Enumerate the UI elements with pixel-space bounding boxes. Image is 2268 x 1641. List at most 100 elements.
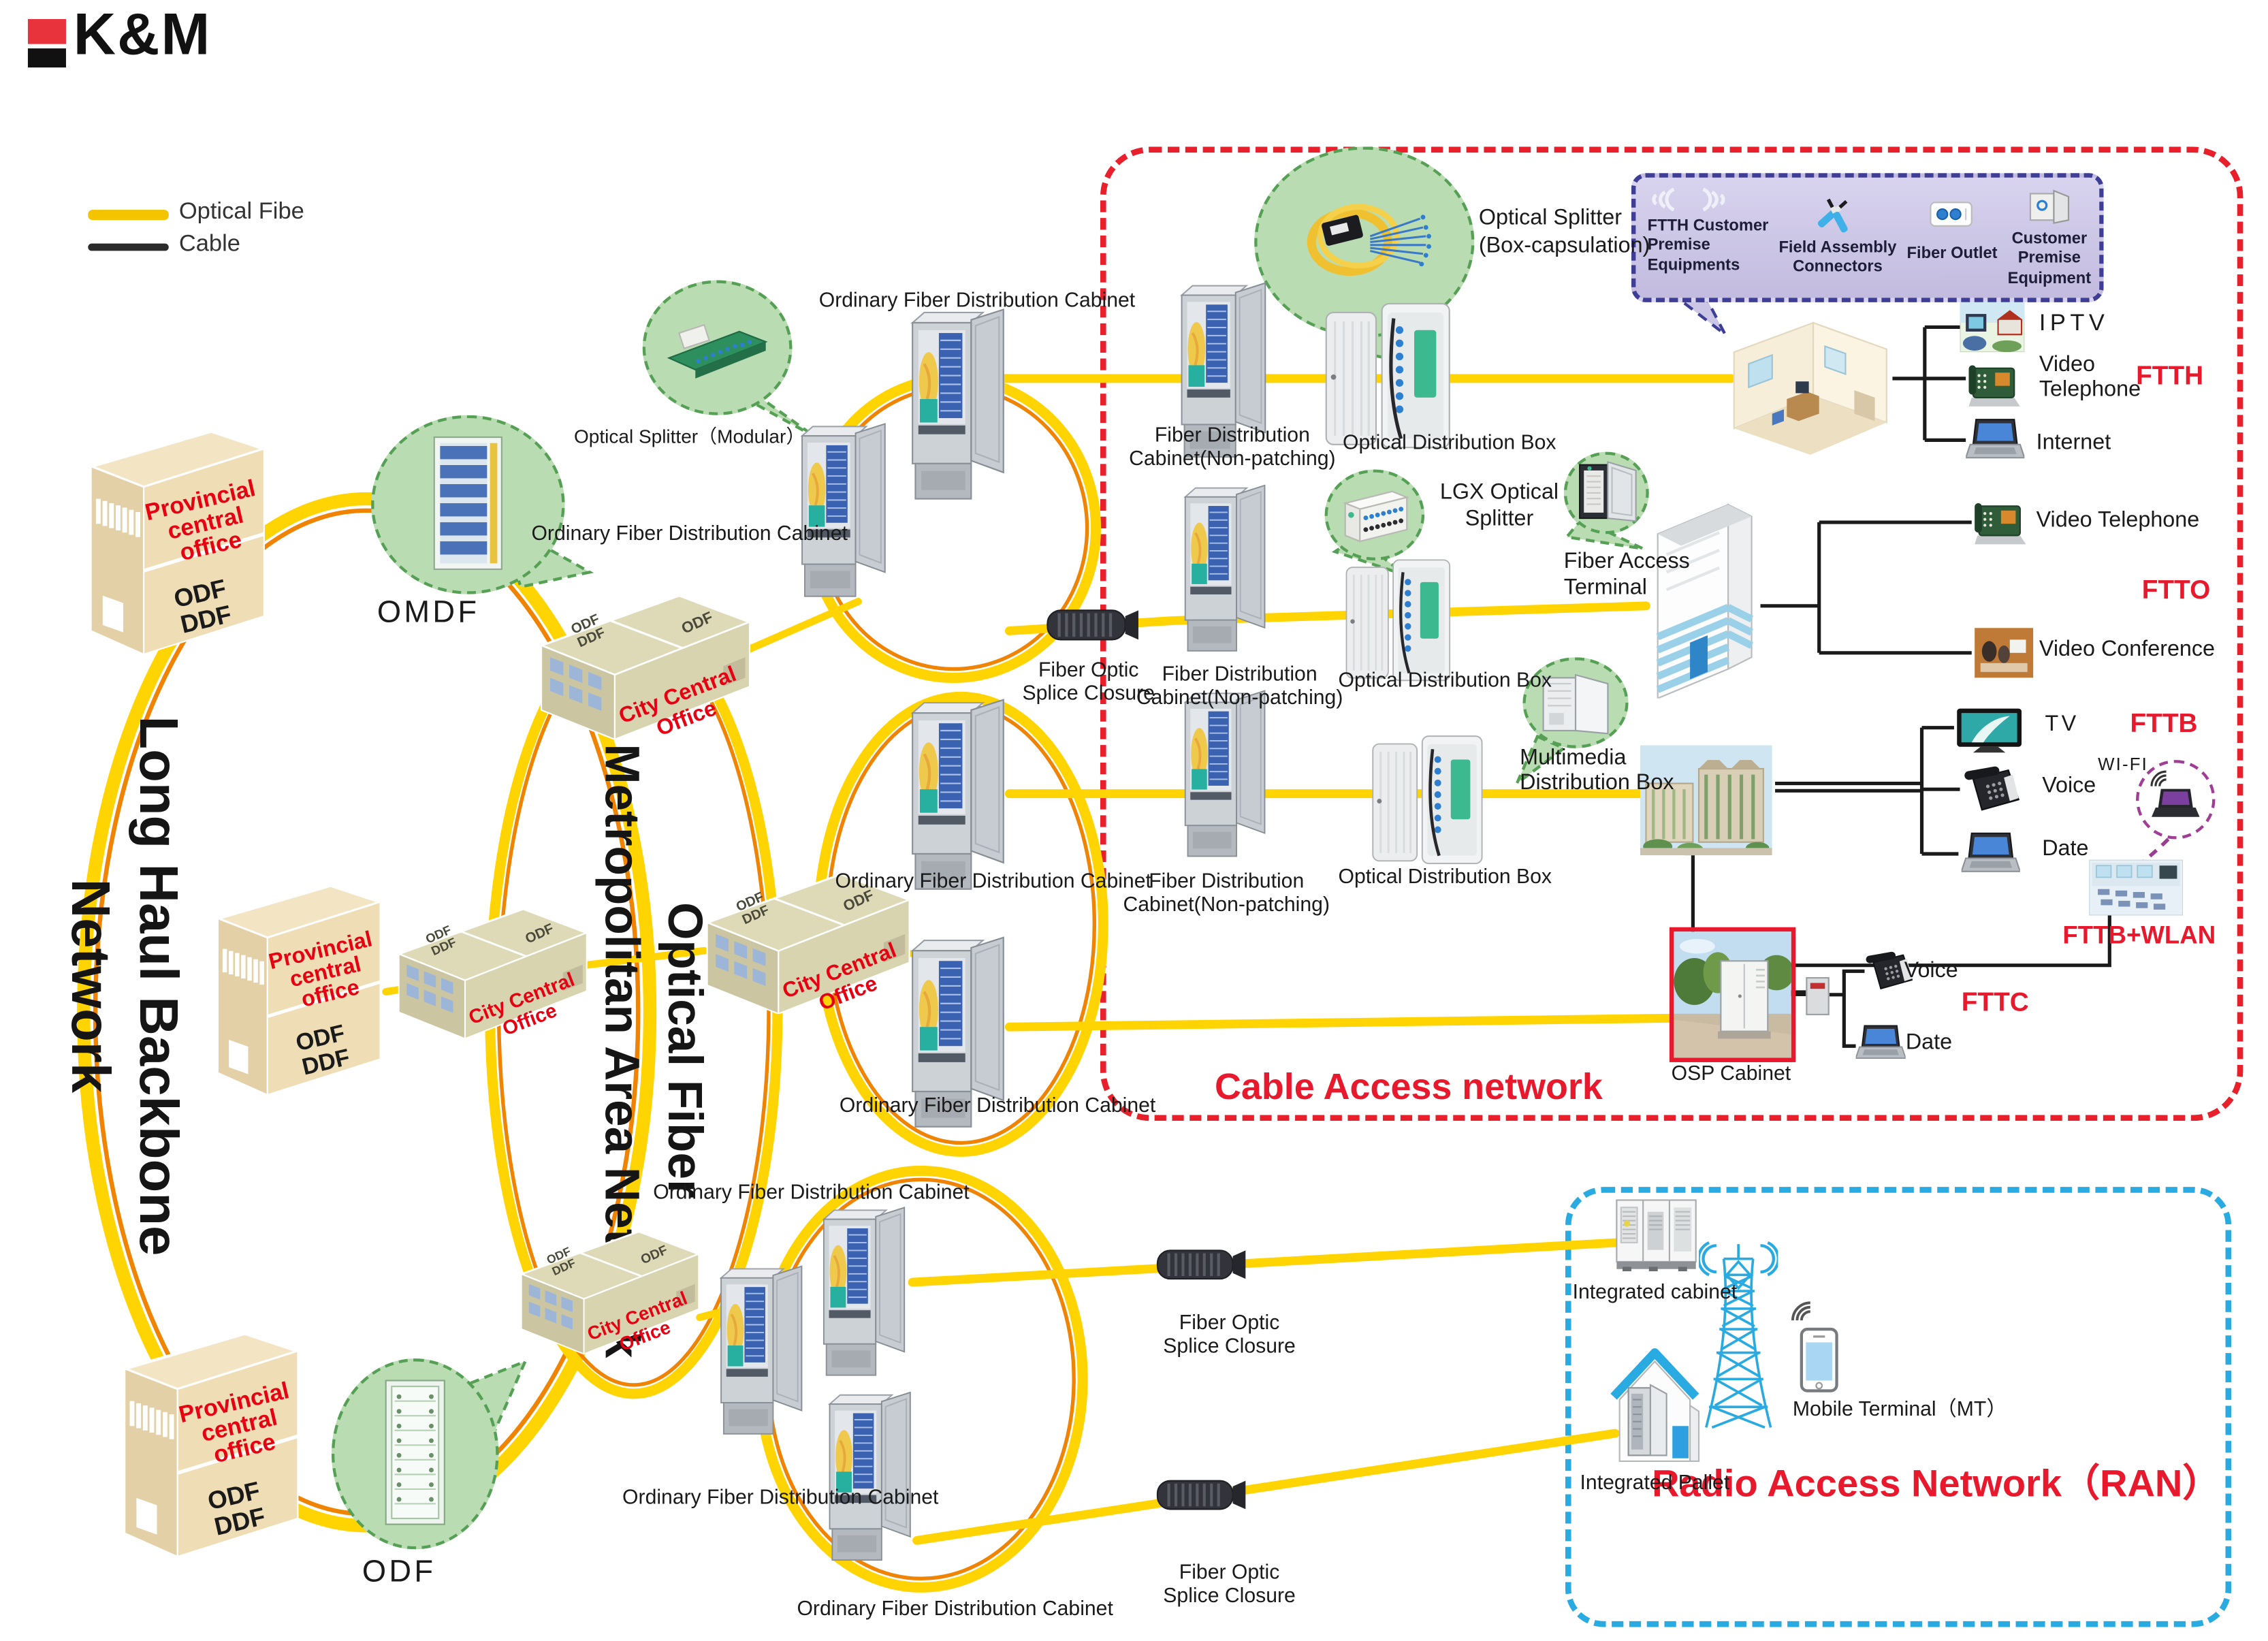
premise-text: Fiber Outlet	[1906, 244, 1998, 263]
premise-text: Customer	[2011, 230, 2088, 249]
date-label: Date	[1905, 1030, 1953, 1055]
wireless-arcs-icon	[1652, 187, 1725, 212]
legend-cable-label: Cable	[178, 232, 240, 257]
fiber-optic-splice-closure	[1156, 1244, 1247, 1285]
premise-text: Equipments	[1647, 256, 1740, 274]
fttb-apartment-photo	[1640, 745, 1772, 856]
splice-closure-label: Fiber Optic	[1179, 1310, 1280, 1334]
metro-title-line1: Optical Fiber	[658, 902, 713, 1199]
premise-text: Premise	[1647, 236, 1710, 255]
ordinary-cabinet	[907, 699, 1010, 897]
legend-cable-swatch	[88, 243, 169, 251]
video-telephone-icon	[1975, 499, 2028, 546]
tv-label: TV	[2045, 711, 2079, 737]
splice-closure-label: Fiber Optic	[1038, 657, 1139, 681]
modular-splitter-label: Optical Splitter（Modular）	[573, 425, 805, 448]
logo-text: K&M	[73, 3, 212, 68]
premise-text: Connectors	[1793, 259, 1883, 276]
premise-item-fiber-outlet: Fiber Outlet	[1907, 185, 1998, 291]
video-conference-label: Video Conference	[2039, 637, 2216, 662]
mdb-label: Multimedia	[1520, 745, 1627, 771]
odb-label: Optical Distribution Box	[1338, 667, 1552, 691]
integrated-cabinet-label: Integrated cabinet	[1572, 1279, 1738, 1303]
legend-optical-fiber-label: Optical Fibe	[178, 200, 304, 225]
wifi-laptop-bubble	[2136, 760, 2216, 840]
logo-black-square	[27, 48, 66, 68]
backbone-title-line1: Long Haul Backbone	[128, 716, 189, 1256]
ordinary-cabinet	[716, 1264, 807, 1441]
ran-zone	[1565, 1187, 2232, 1627]
omdf-rack-icon	[433, 436, 502, 571]
fdc-np-label: Fiber Distribution	[1149, 868, 1305, 892]
voice-label: Voice	[1904, 957, 1958, 983]
premise-item-ftth-cpe: FTTH Customer Premise Equipments	[1647, 185, 1769, 291]
splice-closure-label: Splice Closure	[1022, 680, 1155, 705]
fdc-non-patching	[1177, 484, 1273, 657]
box-splitter-icon	[1307, 204, 1432, 276]
ftth-tag: FTTH	[2136, 361, 2204, 391]
internet-laptop-icon	[1966, 418, 2024, 464]
multimedia-distribution-icon	[1542, 673, 1609, 735]
fiber-optic-splice-closure	[1046, 605, 1140, 646]
field-assembly-connectors-icon	[1817, 198, 1847, 233]
premise-text: FTTH Customer	[1647, 217, 1769, 235]
logo-red-square	[27, 19, 66, 44]
fdc-np-label: Fiber Distribution	[1154, 422, 1310, 446]
date-laptop-icon	[1856, 1024, 1906, 1064]
city-central-office-left	[393, 904, 590, 1038]
fdc-np-label: Cabinet(Non-patching)	[1129, 445, 1336, 470]
ordinary-cabinet	[825, 1391, 916, 1567]
integrated-pallet-label: Integrated Pallet	[1580, 1469, 1730, 1494]
fttc-wall-box	[1806, 976, 1830, 1015]
video-conference-icon	[1975, 628, 2034, 678]
radio-tower-icon	[1699, 1241, 1778, 1429]
ordinary-cabinet-label: Ordinary Fiber Distribution Cabinet	[797, 1596, 1113, 1620]
mobile-terminal-label: Mobile Terminal（MT）	[1792, 1397, 2007, 1420]
premise-item-connectors: Field Assembly Connectors	[1778, 185, 1896, 291]
integrated-cabinet-illustration	[1616, 1199, 1697, 1271]
ordinary-cabinet	[797, 423, 891, 603]
ftto-tag: FTTO	[2141, 575, 2211, 605]
mobile-terminal-icon	[1800, 1327, 1838, 1392]
signal-arcs-icon	[1791, 1301, 1810, 1321]
lgx-splitter-icon	[1343, 490, 1409, 543]
iptv-icon	[1960, 302, 2025, 353]
odf-bubble	[331, 1358, 499, 1550]
ordinary-cabinet-label: Ordinary Fiber Distribution Cabinet	[531, 520, 848, 545]
premise-text: Premise	[2017, 250, 2081, 268]
premise-text: Equipment	[2007, 270, 2092, 287]
ordinary-cabinet-label: Ordinary Fiber Distribution Cabinet	[818, 287, 1136, 311]
fat-label: Fiber Access	[1563, 548, 1690, 574]
odf-rack-icon	[385, 1380, 445, 1525]
cable-access-title: Cable Access network	[1215, 1066, 1603, 1108]
video-telephone-icon	[1968, 361, 2022, 408]
ftth-home-illustration	[1733, 321, 1887, 455]
video-telephone-label: Video Telephone	[2036, 507, 2200, 533]
optical-distribution-box	[1370, 733, 1484, 870]
fiber-outlet-icon	[1929, 202, 1972, 227]
wifi-label: WI-FI	[2098, 754, 2149, 775]
ordinary-cabinet-label: Ordinary Fiber Distribution Cabinet	[622, 1484, 939, 1508]
fttb-wlan-tag: FTTB+WLAN	[2062, 921, 2216, 950]
lgx-splitter-bubble	[1324, 469, 1425, 561]
fdc-np-label: Cabinet(Non-patching)	[1136, 685, 1343, 709]
iptv-label: IPTV	[2039, 310, 2109, 336]
osp-label: OSP Cabinet	[1671, 1060, 1791, 1085]
ran-title: Radio Access Network（RAN）	[1652, 1461, 2221, 1505]
ordinary-cabinet-label: Ordinary Fiber Distribution Cabinet	[839, 1093, 1156, 1117]
provincial-office-top	[76, 423, 273, 660]
km-logo: K&M	[27, 3, 349, 80]
date-label: Date	[2042, 836, 2089, 861]
osp-cabinet-photo	[1669, 927, 1796, 1062]
lgx-label: LGX Optical	[1439, 479, 1559, 505]
tv-icon	[1957, 708, 2022, 753]
omdf-label: OMDF	[377, 595, 480, 630]
fat-label: Terminal	[1563, 575, 1647, 601]
legend-optical-fiber-swatch	[88, 210, 169, 221]
city-central-office-bottom	[516, 1226, 701, 1354]
ordinary-cabinet-label: Ordinary Fiber Distribution Cabinet	[653, 1179, 970, 1203]
odb-label: Optical Distribution Box	[1342, 430, 1556, 453]
osp-cabinet-image	[1674, 931, 1795, 1058]
fdc-np-label: Fiber Distribution	[1162, 661, 1317, 686]
